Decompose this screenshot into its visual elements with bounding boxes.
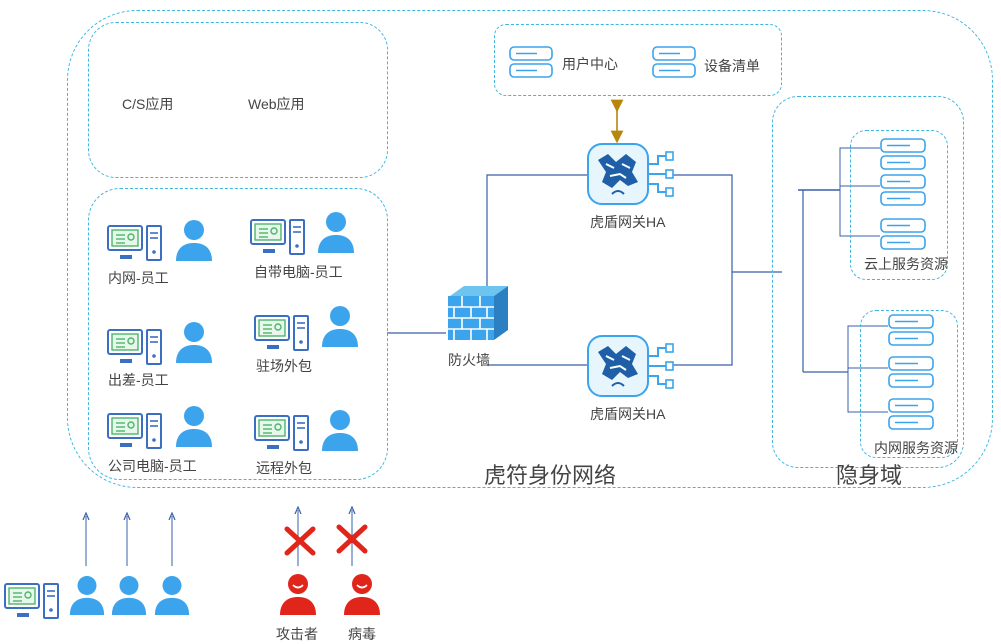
person-icon xyxy=(322,306,358,347)
desktop-pc-icon xyxy=(107,225,162,261)
tiger-gateway-icon xyxy=(587,143,674,205)
server-icon xyxy=(888,314,934,346)
identity-network-title: 虎符身份网络 xyxy=(484,463,617,488)
desktop-pc-icon xyxy=(254,415,309,451)
own-pc-staff-label: 自带电脑-员工 xyxy=(254,264,343,280)
desktop-pc-icon xyxy=(107,413,162,449)
person-icon xyxy=(111,576,147,615)
person-icon xyxy=(318,212,354,253)
stealth-domain-title: 隐身域 xyxy=(836,463,903,488)
desktop-pc-icon xyxy=(4,583,59,619)
blocked-x-icon xyxy=(336,524,368,554)
stealth-domain xyxy=(772,96,964,468)
person-icon xyxy=(176,322,212,363)
desktop-pc-icon xyxy=(107,329,162,365)
cs-app-label: C/S应用 xyxy=(122,96,174,112)
user-center-label: 用户中心 xyxy=(562,56,618,72)
cloud-resources-label: 云上服务资源 xyxy=(864,256,948,272)
intranet-resources-panel xyxy=(860,310,958,458)
cloud-resources-panel xyxy=(850,130,948,280)
web-app-label: Web应用 xyxy=(248,96,305,112)
user-zone xyxy=(88,188,388,480)
firewall-label: 防火墙 xyxy=(448,352,490,368)
attacker-label: 攻击者 xyxy=(276,626,318,642)
intranet-resources-label: 内网服务资源 xyxy=(874,440,958,456)
person-icon xyxy=(154,576,190,615)
person-icon xyxy=(176,220,212,261)
onsite-outsource-label: 驻场外包 xyxy=(256,358,312,374)
person-icon xyxy=(176,406,212,447)
gateway-bottom-label: 虎盾网关HA xyxy=(590,406,666,422)
identity-network-boundary xyxy=(67,10,993,488)
desktop-pc-icon xyxy=(250,219,305,255)
company-pc-staff-label: 公司电脑-员工 xyxy=(108,458,197,474)
server-icon xyxy=(880,174,926,206)
blocked-x-icon xyxy=(284,526,316,556)
server-icon xyxy=(888,356,934,388)
server-icon xyxy=(880,218,926,250)
business-trip-staff-label: 出差-员工 xyxy=(108,372,169,388)
desktop-pc-icon xyxy=(254,315,309,351)
app-zone xyxy=(88,22,388,178)
person-icon xyxy=(322,410,358,451)
server-icon xyxy=(888,398,934,430)
virus-icon xyxy=(344,574,380,615)
intranet-staff-label: 内网-员工 xyxy=(108,270,169,286)
identity-services-panel xyxy=(494,24,782,96)
virus-label: 病毒 xyxy=(348,626,376,642)
tiger-gateway-icon xyxy=(587,335,674,397)
server-icon xyxy=(509,46,553,78)
gateway-top-label: 虎盾网关HA xyxy=(590,214,666,230)
server-icon xyxy=(652,46,696,78)
remote-outsource-label: 远程外包 xyxy=(256,460,312,476)
device-list-label: 设备清单 xyxy=(704,58,760,74)
attacker-icon xyxy=(280,574,316,615)
person-icon xyxy=(69,576,105,615)
server-icon xyxy=(880,138,926,170)
firewall-icon xyxy=(448,286,508,340)
